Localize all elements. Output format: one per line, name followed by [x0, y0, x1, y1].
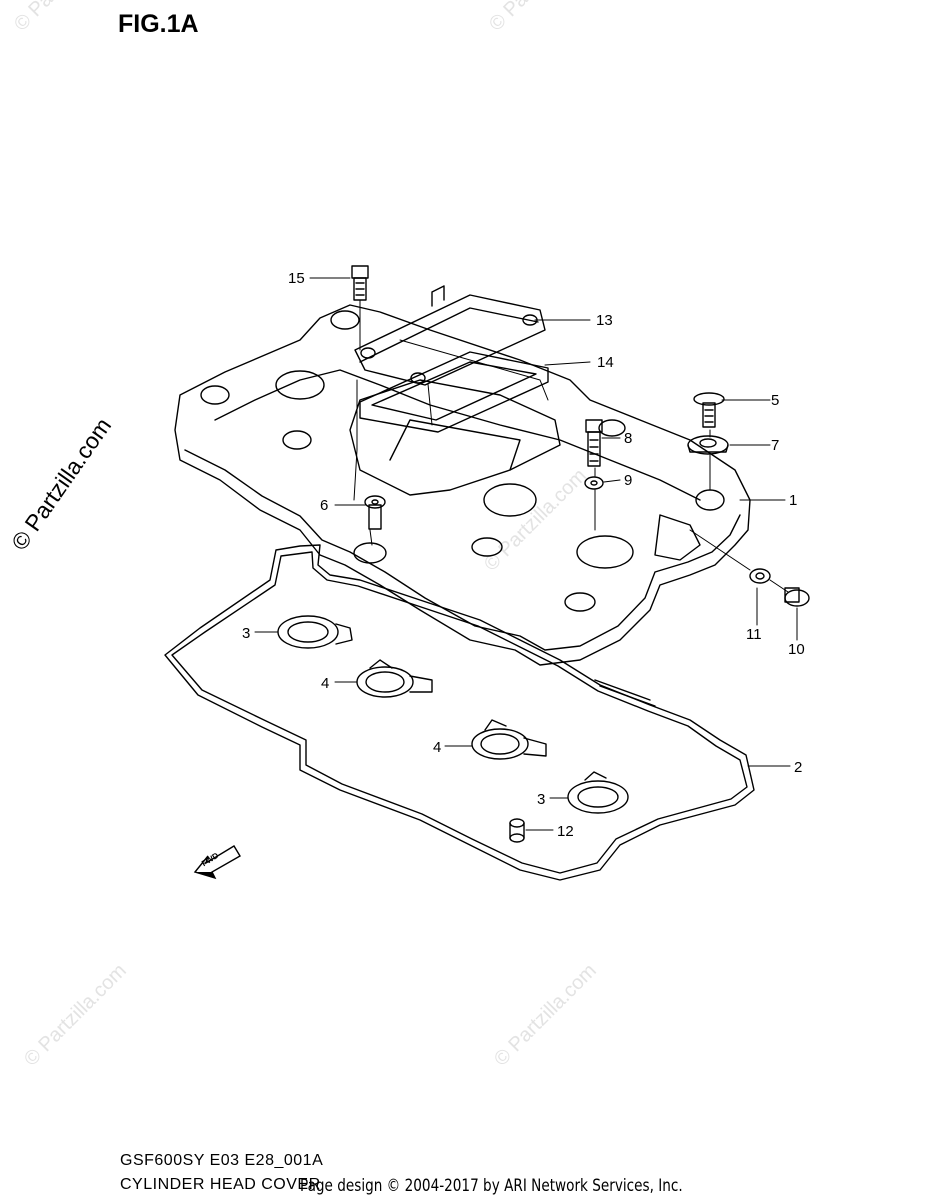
- grommet-7: [687, 435, 729, 455]
- callout-12: 12: [557, 823, 574, 840]
- bolt-8: [585, 419, 603, 467]
- callout-3-lower: 3: [537, 791, 546, 808]
- head-cover-gasket: [164, 544, 755, 881]
- plug-10: [784, 587, 810, 607]
- callout-7: 7: [771, 437, 780, 454]
- cylinder-head-cover: [174, 304, 751, 666]
- callout-9: 9: [624, 472, 633, 489]
- callout-13: 13: [596, 312, 613, 329]
- o-ring-3-lower: [567, 771, 629, 814]
- callout-10: 10: [788, 641, 805, 658]
- callout-11: 11: [746, 626, 762, 643]
- callout-15: 15: [288, 270, 305, 287]
- callout-3-upper: 3: [242, 625, 251, 642]
- callout-5: 5: [771, 392, 780, 409]
- bolt-6: [364, 495, 386, 530]
- bolt-5: [693, 392, 725, 428]
- callout-2: 2: [794, 759, 803, 776]
- figure-title: FIG.1A: [118, 10, 199, 38]
- breather-gasket: [359, 351, 549, 433]
- bolt-15: [351, 265, 369, 301]
- breather-cover: [354, 285, 546, 386]
- callout-14: 14: [597, 354, 614, 371]
- figure-code: GSF600SY E03 E28_001A: [120, 1152, 324, 1169]
- washer-11: [749, 568, 771, 584]
- callout-1: 1: [789, 492, 798, 509]
- o-ring-3-upper: [277, 615, 353, 649]
- callout-4-lower: 4: [433, 739, 442, 756]
- o-ring-4-lower: [471, 719, 547, 760]
- assembly-lines: [353, 299, 789, 593]
- callout-4-upper: 4: [321, 675, 330, 692]
- o-ring-4-upper: [356, 659, 433, 698]
- figure-name: CYLINDER HEAD COVER: [120, 1176, 321, 1193]
- dowel-pin-12: [509, 818, 525, 843]
- page-credit: Page design © 2004-2017 by ARI Network S…: [300, 1176, 683, 1196]
- fwd-arrow-icon: [193, 845, 241, 880]
- washer-9: [584, 476, 604, 490]
- callout-8: 8: [624, 430, 633, 447]
- callout-6: 6: [320, 497, 329, 514]
- leader-lines: [254, 277, 798, 831]
